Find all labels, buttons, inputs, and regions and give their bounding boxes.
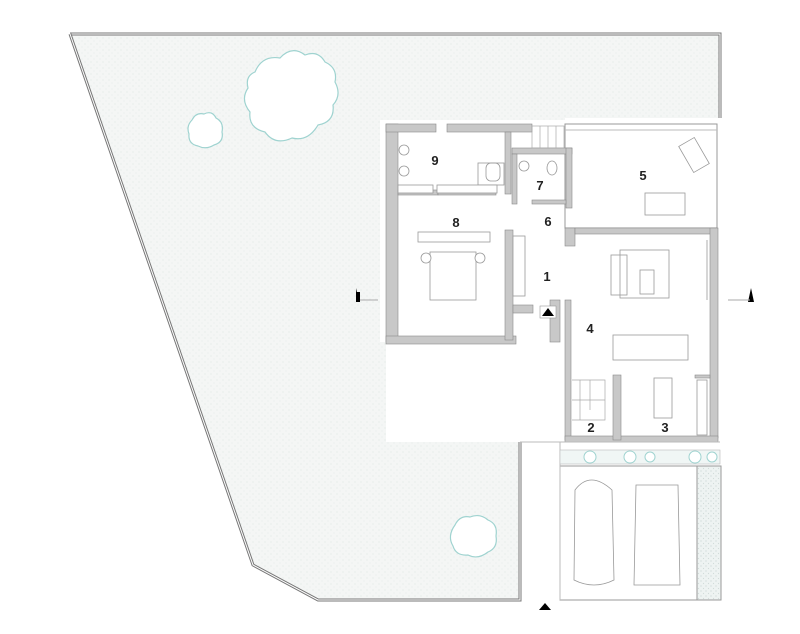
tree-small <box>187 112 223 149</box>
furniture <box>397 136 710 586</box>
garage <box>520 441 722 601</box>
tree-bottom <box>449 514 497 558</box>
room-number-6: 6 <box>544 214 551 229</box>
room-number-3: 3 <box>661 420 668 435</box>
room-number-7: 7 <box>536 178 543 193</box>
entrance-marker-site <box>539 603 551 610</box>
stairs <box>531 125 606 421</box>
entrance-marker-main <box>539 305 557 319</box>
section-marker-right <box>728 288 754 302</box>
room-number-8: 8 <box>452 215 459 230</box>
room-number-9: 9 <box>431 153 438 168</box>
room-number-5: 5 <box>639 168 646 183</box>
garden <box>68 32 722 602</box>
walls <box>385 123 719 443</box>
tree-large <box>243 50 339 142</box>
room-labels: 1 2 3 4 5 6 7 8 9 <box>431 153 668 435</box>
room-number-1: 1 <box>543 269 550 284</box>
room-number-4: 4 <box>586 321 594 336</box>
section-marker-left <box>356 288 378 302</box>
room-number-2: 2 <box>587 420 594 435</box>
